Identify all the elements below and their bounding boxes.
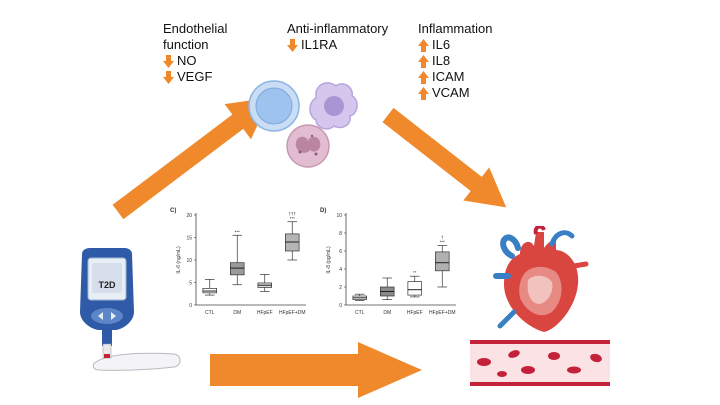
endothelial-title-1: Endothelial [163, 21, 228, 36]
anti-inflammatory-item-label: IL1RA [301, 37, 338, 52]
x-tick-label: CTL [355, 310, 365, 316]
inflammation-item: VCAM [418, 85, 492, 101]
inflammation-item-label: IL6 [432, 37, 451, 52]
box-hfpef-dm [435, 251, 450, 272]
y-tick-label: 2 [339, 285, 342, 291]
lymphocyte-icon [248, 80, 300, 132]
anti-inflammatory-title: Anti-inflammatory [287, 21, 389, 36]
anti-inflammatory-block: Anti-inflammatory IL1RA [287, 21, 388, 53]
up-arrow-icon [418, 38, 429, 52]
chart-panel-label: C) [170, 208, 176, 214]
inflammation-block: Inflammation IL6 IL8 ICAM VCAM [418, 21, 492, 101]
down-arrow-icon [287, 38, 298, 52]
glucose-meter [80, 248, 181, 371]
finger-icon [92, 352, 181, 371]
endothelial-item-label: NO [177, 53, 197, 68]
neutrophil-icon [286, 124, 330, 168]
x-tick-label: HFpEF [407, 310, 423, 316]
y-tick-label: 6 [339, 249, 342, 255]
endothelial-item-no: NO [163, 53, 227, 69]
anti-inflammatory-item: IL1RA [287, 37, 388, 53]
up-arrow-icon [418, 86, 429, 100]
x-tick-label: HFpEF+DM [429, 310, 456, 316]
significance-annotation: *** [440, 240, 446, 245]
inflammation-item: ICAM [418, 69, 492, 85]
y-tick-label: 4 [339, 267, 342, 273]
y-tick-label: 15 [186, 236, 192, 242]
inflammation-title: Inflammation [418, 21, 493, 36]
y-tick-label: 10 [186, 258, 192, 264]
x-tick-label: HFpEF+DM [279, 310, 306, 316]
meter-body-icon [80, 248, 134, 359]
y-tick-label: 0 [189, 303, 192, 309]
significance-annotation: *** [235, 229, 241, 234]
inflammation-item-label: IL8 [432, 53, 451, 68]
arrow-to-heart [382, 107, 507, 208]
x-tick-label: CTL [205, 310, 215, 316]
macrophage-icon [309, 82, 358, 130]
endothelial-block: Endothelial function NO VEGF [163, 21, 227, 85]
y-axis-label: IL-8 (pg/mL) [326, 246, 332, 274]
significance-annotation: *** [290, 216, 296, 221]
immune-cells [248, 80, 358, 168]
inflammation-item-label: VCAM [432, 85, 470, 100]
inflammation-item-label: ICAM [432, 69, 465, 84]
significance-annotation: ††† [288, 211, 296, 216]
box-hfpef [407, 281, 422, 296]
x-tick-label: HFpEF [257, 310, 273, 316]
significance-annotation: ** [413, 270, 417, 275]
endothelial-title-2: function [163, 37, 209, 52]
endothelial-item-label: VEGF [177, 69, 213, 84]
meter-screen-text: T2D [98, 280, 116, 290]
box-dm [230, 262, 245, 276]
up-arrow-icon [418, 54, 429, 68]
blood-vessel-icon [470, 340, 610, 386]
x-tick-label: DM [383, 310, 391, 316]
inflammation-item: IL8 [418, 53, 492, 69]
arrow-bottom [210, 342, 422, 398]
down-arrow-icon [163, 54, 174, 68]
arrow-to-cells [112, 97, 270, 220]
down-arrow-icon [163, 70, 174, 84]
chart-panel-label: D) [320, 208, 326, 214]
y-axis-label: IL-6 (ng/mL) [176, 246, 182, 274]
significance-annotation: † [441, 235, 444, 240]
y-tick-label: 10 [336, 213, 342, 219]
endothelial-item-vegf: VEGF [163, 69, 227, 85]
x-tick-label: DM [233, 310, 241, 316]
heart-icon [493, 226, 589, 332]
y-tick-label: 8 [339, 231, 342, 237]
up-arrow-icon [418, 70, 429, 84]
inflammation-item: IL6 [418, 37, 492, 53]
y-tick-label: 20 [186, 213, 192, 219]
y-tick-label: 5 [189, 281, 192, 287]
y-tick-label: 0 [339, 303, 342, 309]
